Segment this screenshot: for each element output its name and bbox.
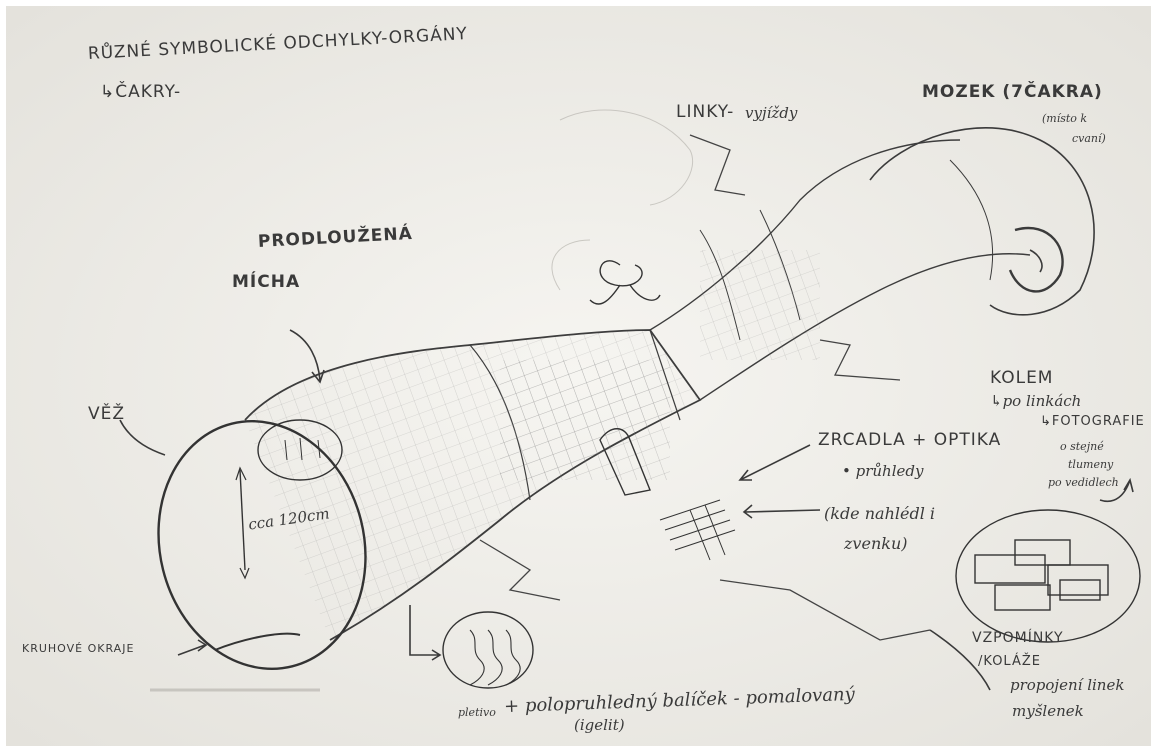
label-cakry: ↳ČAKRY- <box>100 82 181 102</box>
label-vzpominky: VZPOMÍNKY <box>972 630 1064 646</box>
label-foto-note-2: tlumeny <box>1068 458 1113 471</box>
label-propojeni-2: myšlenek <box>1012 702 1084 720</box>
label-propojeni-1: propojení linek <box>1010 676 1124 694</box>
label-kolem-sub-2: ↳FOTOGRAFIE <box>1040 414 1145 429</box>
label-pruhledy: • průhledy <box>842 462 923 480</box>
label-micha: MÍCHA <box>232 272 300 292</box>
label-linky: LINKY- <box>676 102 734 122</box>
label-kam-1: (kde nahlédl i <box>824 504 935 523</box>
label-mozek-note-1: (místo k <box>1042 112 1087 125</box>
label-kruhove: KRUHOVÉ OKRAJE <box>22 642 134 655</box>
label-kolem-sub-1: ↳po linkách <box>990 392 1081 410</box>
label-vez: VĚŽ <box>88 404 125 424</box>
label-kam-2: zvenku) <box>844 534 907 553</box>
label-pletivo: pletivo <box>458 706 496 719</box>
label-mozek: MOZEK (7ČAKRA) <box>922 82 1103 102</box>
label-zrcadla: ZRCADLA + OPTIKA <box>818 430 1001 450</box>
label-koleze: /KOLÁŽE <box>978 654 1041 669</box>
label-igelit: (igelit) <box>574 716 625 734</box>
label-linky-note: vyjíždy <box>745 104 797 122</box>
label-kolem: KOLEM <box>990 368 1053 388</box>
label-foto-note-3: po vedidlech <box>1048 476 1119 489</box>
label-foto-note-1: o stejné <box>1060 440 1104 453</box>
label-mozek-note-2: cvaní) <box>1072 132 1106 145</box>
